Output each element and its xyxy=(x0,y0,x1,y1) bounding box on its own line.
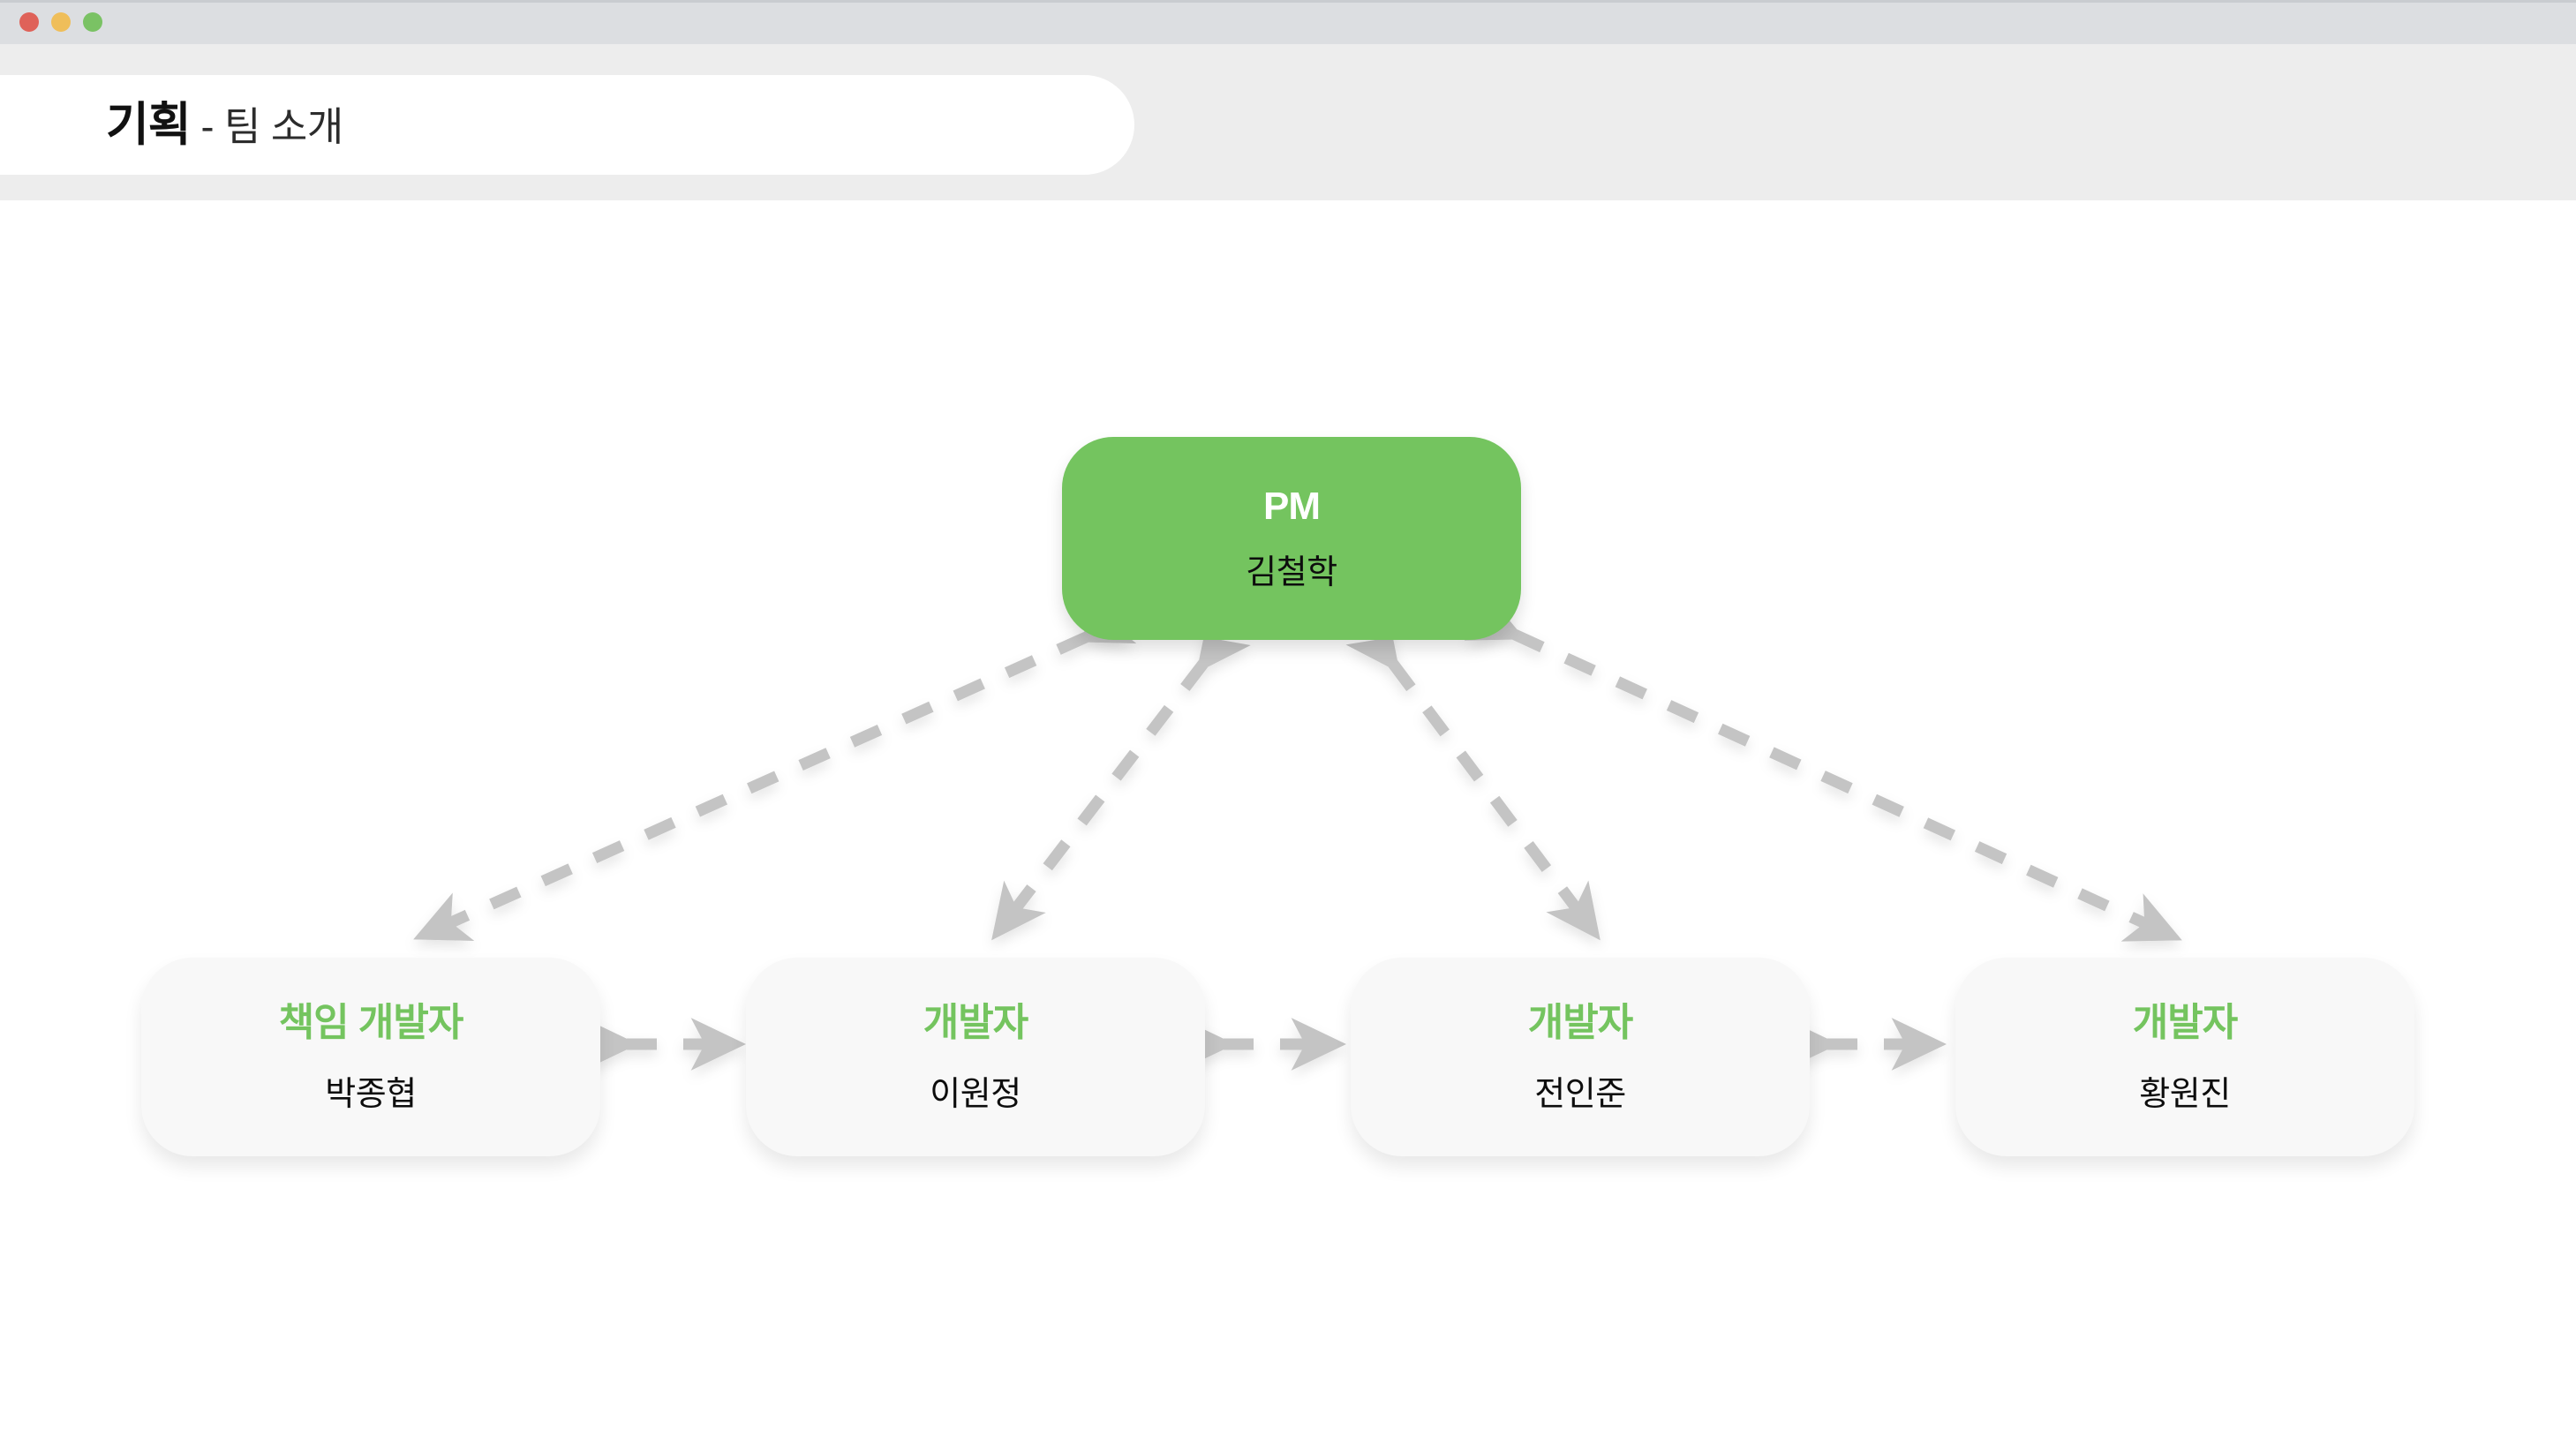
node-dev2-role: 개발자 xyxy=(923,1000,1028,1044)
node-dev1[interactable]: 책임 개발자 박종협 xyxy=(141,958,600,1156)
page-title: 기획 - 팀 소개 xyxy=(106,102,343,148)
node-dev3[interactable]: 개발자 전인준 xyxy=(1351,958,1810,1156)
close-button[interactable] xyxy=(19,12,39,32)
node-dev3-name: 전인준 xyxy=(1534,1075,1626,1113)
node-dev4[interactable]: 개발자 황원진 xyxy=(1955,958,2414,1156)
slide-header-band: 기획 - 팀 소개 xyxy=(0,44,2576,200)
node-dev1-role: 책임 개발자 xyxy=(278,1000,464,1044)
node-dev1-name: 박종협 xyxy=(325,1075,417,1113)
node-dev3-role: 개발자 xyxy=(1527,1000,1633,1044)
window-titlebar xyxy=(0,0,2576,44)
org-chart-edges xyxy=(413,592,2182,1071)
minimize-button[interactable] xyxy=(51,12,71,32)
edge-pm-to-dev1 xyxy=(413,595,1137,942)
traffic-light-group xyxy=(19,12,102,32)
page-title-subtitle: - 팀 소개 xyxy=(190,104,344,149)
edge-pm-to-dev4 xyxy=(1464,592,2182,942)
slide-title-pill: 기획 - 팀 소개 xyxy=(0,75,1134,175)
maximize-button[interactable] xyxy=(83,12,102,32)
page-title-main: 기획 xyxy=(106,99,192,151)
node-dev4-name: 황원진 xyxy=(2139,1075,2231,1113)
edge-pm-to-dev3 xyxy=(1345,613,1601,941)
edge-pm-to-dev2 xyxy=(991,613,1251,941)
node-pm-role: PM xyxy=(1263,485,1321,528)
node-pm[interactable]: PM 김철학 xyxy=(1062,437,1521,640)
node-dev2-name: 이원정 xyxy=(930,1075,1021,1113)
org-chart-canvas: PM 김철학 책임 개발자 박종협 개발자 이원정 개발자 전인준 개발자 황원… xyxy=(0,200,2576,1444)
node-pm-name: 김철학 xyxy=(1246,554,1337,591)
node-dev2[interactable]: 개발자 이원정 xyxy=(746,958,1205,1156)
node-dev4-role: 개발자 xyxy=(2132,1000,2238,1044)
